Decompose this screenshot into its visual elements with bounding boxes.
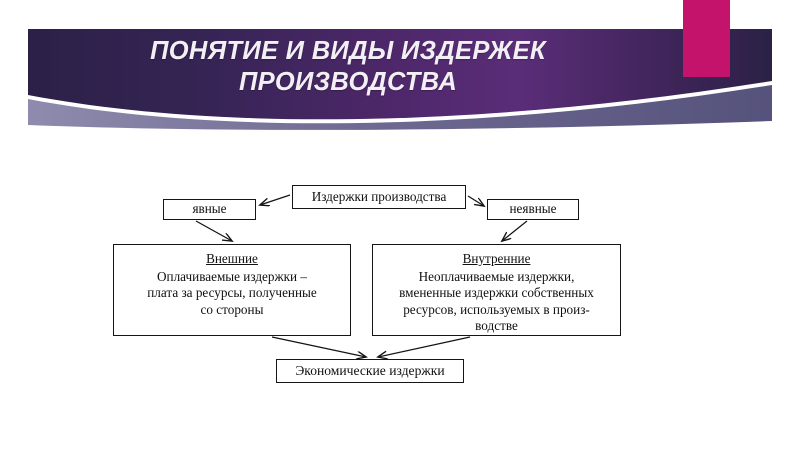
page-title: ПОНЯТИЕ И ВИДЫ ИЗДЕРЖЕК ПРОИЗВОДСТВА [150,37,546,96]
diagram-node-internal-heading: Внутренние [462,251,531,266]
connector-external-to-total [271,336,366,357]
diagram-node-external-body: Оплачиваемые издержки – плата за ресурсы… [147,268,317,317]
diagram-node-total-label: Экономические издержки [295,362,445,378]
diagram-node-internal-body: Неоплачиваемые издержки, вмененные издер… [399,268,594,334]
banner-shape [28,29,772,130]
diagram-node-root[interactable]: Издержки производства [292,185,466,209]
diagram-node-total[interactable]: Экономические издержки [276,359,464,383]
diagram-node-internal[interactable]: Внутренние Неоплачиваемые издержки, вмен… [372,244,621,336]
title-banner [28,29,772,131]
diagram-node-external[interactable]: Внешние Оплачиваемые издержки – плата за… [113,244,351,336]
connector-root-to-implicit [467,195,484,206]
accent-rectangle [683,0,730,77]
connector-implicit-to-internal [502,220,528,241]
diagram-node-implicit[interactable]: неявные [487,199,579,220]
diagram-node-explicit[interactable]: явные [163,199,256,220]
connector-internal-to-total [378,336,471,357]
diagram-node-implicit-label: неявные [509,201,557,217]
diagram-node-root-label: Издержки производства [311,188,447,204]
diagram-node-explicit-label: явные [192,201,227,217]
diagram-node-external-heading: Внешние [206,251,258,266]
connector-root-to-explicit [260,194,291,205]
connector-explicit-to-external [195,220,232,241]
